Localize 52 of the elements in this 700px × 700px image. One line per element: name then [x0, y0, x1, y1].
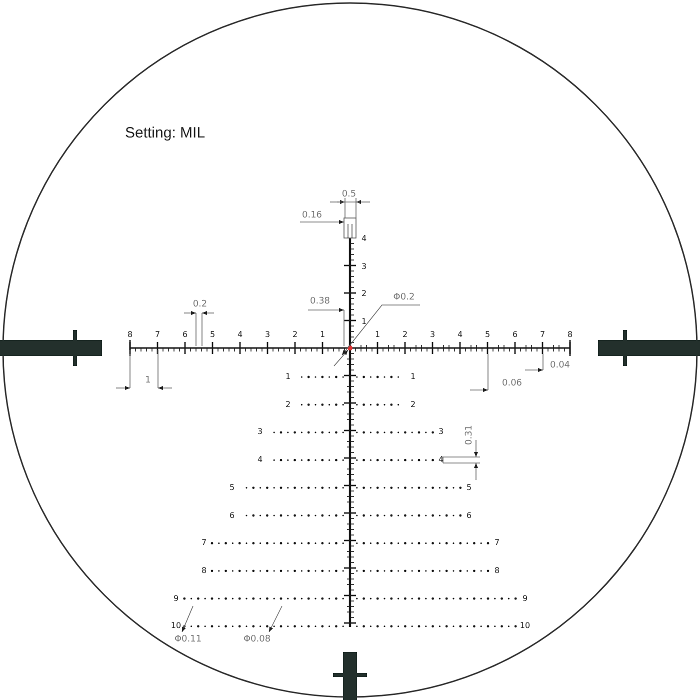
holdover-number: 9 — [522, 594, 528, 603]
holdover-number: 1 — [410, 373, 416, 381]
holdover-number: 8 — [201, 566, 207, 575]
scale-number: 3 — [264, 331, 270, 339]
holdover-number: 4 — [438, 456, 444, 464]
holdover-number: 9 — [173, 594, 179, 603]
holdover-number: 6 — [466, 512, 472, 520]
setting-label: Setting: MIL — [125, 126, 206, 140]
dimension-label: 0.5 — [342, 190, 356, 200]
holdover-number: 5 — [466, 484, 472, 492]
scale-number: 2 — [361, 290, 367, 298]
dimension-label: 0.31 — [466, 424, 474, 446]
scale-number: 8 — [127, 331, 133, 339]
dimension-label: Φ0.08 — [243, 636, 271, 644]
scale-number: 7 — [154, 331, 160, 339]
holdover-number: 7 — [494, 539, 500, 548]
dimension-label: Φ0.11 — [174, 636, 202, 644]
scale-number: 3 — [430, 331, 436, 339]
holdover-number: 3 — [438, 428, 444, 436]
scale-number: 2 — [292, 331, 298, 339]
dimension-label: 0.2 — [192, 300, 208, 310]
scale-number: 4 — [237, 331, 243, 339]
holdover-number: 4 — [257, 456, 263, 464]
holdover-number: 5 — [229, 484, 235, 492]
scale-number: 7 — [540, 331, 546, 339]
holdover-number: 3 — [257, 428, 263, 436]
holdover-number: 7 — [201, 539, 207, 548]
dimension-label: 1 — [145, 376, 151, 386]
scale-number: 3 — [361, 263, 367, 271]
dimension-label: 0.38 — [310, 298, 330, 306]
scale-number: 4 — [457, 331, 463, 339]
scale-number: 4 — [361, 235, 367, 243]
scale-number: 5 — [484, 331, 490, 339]
holdover-number: 2 — [410, 400, 416, 409]
dimension-label: Φ0.2 — [393, 294, 415, 302]
scale-number: 6 — [182, 331, 188, 339]
scale-number: 5 — [210, 331, 216, 339]
scale-number: 8 — [567, 331, 573, 339]
holdover-number: 6 — [229, 512, 235, 520]
scale-number: 1 — [361, 318, 367, 326]
dimension-label: 0.04 — [550, 362, 570, 370]
scale-number: 1 — [320, 331, 326, 339]
holdover-number: 10 — [170, 622, 182, 630]
holdover-number: 8 — [494, 566, 500, 575]
holdover-number: 10 — [520, 622, 530, 630]
dimension-label: 0.06 — [502, 380, 522, 388]
holdover-number: 1 — [285, 373, 291, 381]
scale-number: 1 — [374, 331, 380, 339]
dimension-label: 0.16 — [302, 212, 322, 220]
scale-number: 2 — [402, 331, 408, 339]
holdover-number: 2 — [285, 400, 291, 409]
scale-number: 6 — [512, 331, 518, 339]
